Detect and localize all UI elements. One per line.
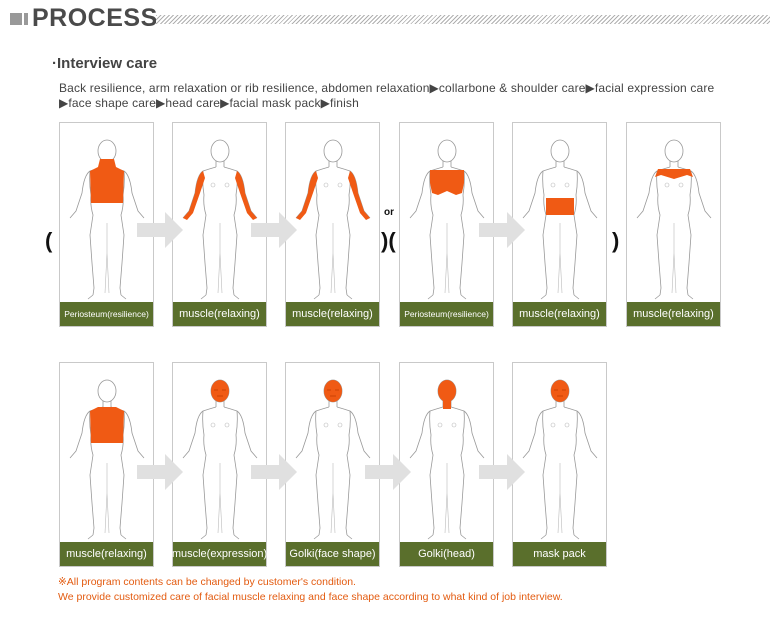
next-arrow-icon [365, 454, 411, 490]
or-label: or [384, 207, 394, 218]
next-arrow-icon [479, 454, 525, 490]
body-figure-head-back [409, 379, 485, 540]
middle-parenthesis: )( [381, 228, 396, 253]
note-condition: ※All program contents can be changed by … [58, 576, 356, 588]
body-figure-face [182, 379, 258, 540]
step-caption: mask pack [513, 542, 606, 566]
body-figure-face [295, 379, 371, 540]
step-caption: Periosteum(resilience) [400, 302, 493, 326]
header-bar-icon [24, 13, 28, 25]
process-description: Back resilience, arm relaxation or rib r… [59, 81, 759, 111]
close-parenthesis: ) [612, 228, 620, 253]
next-arrow-icon [137, 454, 183, 490]
step-card-row2-1: muscle(relaxing) [59, 362, 154, 567]
body-figure-back [69, 139, 145, 300]
body-figure-ribs [409, 139, 485, 300]
step-caption: Periosteum(resilience) [60, 302, 153, 326]
description-line-2: ▶face shape care▶head care▶facial mask p… [59, 96, 359, 110]
step-caption: muscle(relaxing) [286, 302, 379, 326]
step-caption: Golki(face shape) [286, 542, 379, 566]
step-caption: Golki(head) [400, 542, 493, 566]
step-card-row2-4: Golki(head) [399, 362, 494, 567]
next-arrow-icon [251, 454, 297, 490]
body-figure-abdomen [522, 139, 598, 300]
step-card-row1-3: muscle(relaxing) [285, 122, 380, 327]
step-caption: muscle(relaxing) [173, 302, 266, 326]
body-figure-upper-back [69, 379, 145, 540]
process-header: PROCESS [10, 4, 770, 34]
section-subtitle: ·Interview care [52, 55, 158, 72]
header-hatch-divider [156, 15, 770, 24]
next-arrow-icon [479, 212, 525, 248]
body-figure-face [522, 379, 598, 540]
next-arrow-icon [137, 212, 183, 248]
step-card-row1-4: Periosteum(resilience) [399, 122, 494, 327]
description-line-1: Back resilience, arm relaxation or rib r… [59, 81, 715, 95]
step-caption: muscle(relaxing) [627, 302, 720, 326]
step-card-row1-6: muscle(relaxing) [626, 122, 721, 327]
next-arrow-icon [251, 212, 297, 248]
body-figure-arms-back [295, 139, 371, 300]
step-caption: muscle(relaxing) [513, 302, 606, 326]
step-caption: muscle(relaxing) [60, 542, 153, 566]
step-card-row2-5: mask pack [512, 362, 607, 567]
step-caption: muscle(expression) [172, 542, 267, 566]
header-square-icon [10, 13, 22, 25]
body-figure-shoulders [636, 139, 712, 300]
step-card-row2-2: muscle(expression) [172, 362, 267, 567]
body-figure-arms-front [182, 139, 258, 300]
open-parenthesis: ( [45, 228, 53, 253]
note-customized-care: We provide customized care of facial mus… [58, 591, 563, 603]
page-title: PROCESS [32, 4, 158, 32]
step-card-row1-5: muscle(relaxing) [512, 122, 607, 327]
